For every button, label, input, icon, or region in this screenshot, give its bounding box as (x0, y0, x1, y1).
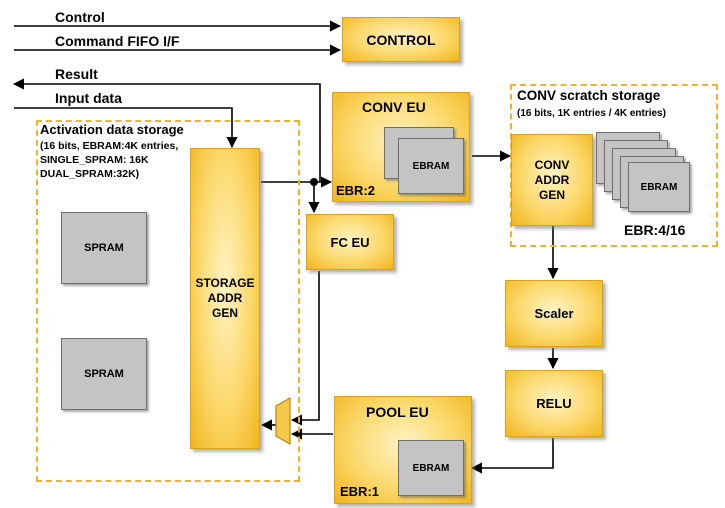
scratch-ebr-label: EBR:4/16 (624, 222, 686, 238)
scratch-ebram-label: EBRAM (640, 181, 678, 193)
spram-bottom-label: SPRAM (84, 368, 124, 380)
pool-eu-ebram: EBRAM (398, 440, 464, 496)
relu-label: RELU (536, 396, 572, 411)
spram-bottom: SPRAM (61, 338, 147, 410)
activation-detail-1: (16 bits, EBRAM:4K entries, (40, 140, 179, 152)
pool-eu-title: POOL EU (366, 404, 429, 420)
conv-addr-gen-line-2: ADDR (534, 172, 570, 187)
storage-addr-gen-block: STORAGE ADDR GEN (190, 148, 260, 449)
activation-storage-region (36, 120, 300, 482)
control-block: CONTROL (342, 17, 460, 62)
activation-detail-2: SINGLE_SPRAM: 16K (40, 154, 149, 166)
fc-to-mux-arrow (290, 271, 320, 426)
activation-detail-3: DUAL_SPRAM:32K) (40, 168, 140, 180)
storage-addr-gen-line-3: GEN (211, 306, 238, 320)
conv-scratch-title: CONV scratch storage (517, 88, 661, 103)
input-data-label: Input data (55, 90, 122, 106)
result-arrow (12, 78, 321, 182)
control-block-label: CONTROL (366, 31, 436, 48)
spram-top-label: SPRAM (84, 242, 124, 254)
spram-top: SPRAM (61, 212, 147, 284)
conv-addr-gen-line-1: CONV (534, 157, 570, 172)
input-data-arrow (14, 107, 238, 149)
relu-block: RELU (505, 370, 603, 437)
scaler-label: Scaler (534, 306, 574, 321)
fc-eu-label: FC EU (330, 234, 370, 250)
fc-eu-block: FC EU (306, 214, 394, 270)
conv-addr-gen-block: CONV ADDR GEN (511, 134, 593, 226)
storage-addr-gen-line-2: ADDR (207, 291, 243, 305)
conv-eu-ebram-label: EBRAM (412, 160, 450, 172)
pool-eu-ebram-label: EBRAM (412, 462, 450, 474)
conv-scratch-details: (16 bits, 1K entries / 4K entries) (517, 108, 666, 119)
conv-eu-ebram: EBRAM (398, 138, 464, 194)
junction-dot (310, 178, 318, 186)
command-fifo-label: Command FIFO I/F (55, 33, 180, 49)
pool-eu-ebr-label: EBR:1 (340, 484, 380, 499)
scratch-ebram: EBRAM (628, 162, 690, 212)
activation-storage-title: Activation data storage (40, 122, 184, 137)
result-label: Result (55, 66, 98, 82)
output-mux (275, 396, 291, 446)
control-label: Control (55, 9, 105, 25)
scaler-block: Scaler (505, 280, 603, 347)
conv-eu-ebr-label: EBR:2 (336, 183, 376, 198)
conv-addr-gen-line-3: GEN (538, 187, 565, 202)
conv-eu-title: CONV EU (362, 99, 426, 115)
storage-addr-gen-line-1: STORAGE (195, 276, 255, 290)
relu-to-pool-arrow (470, 438, 554, 474)
